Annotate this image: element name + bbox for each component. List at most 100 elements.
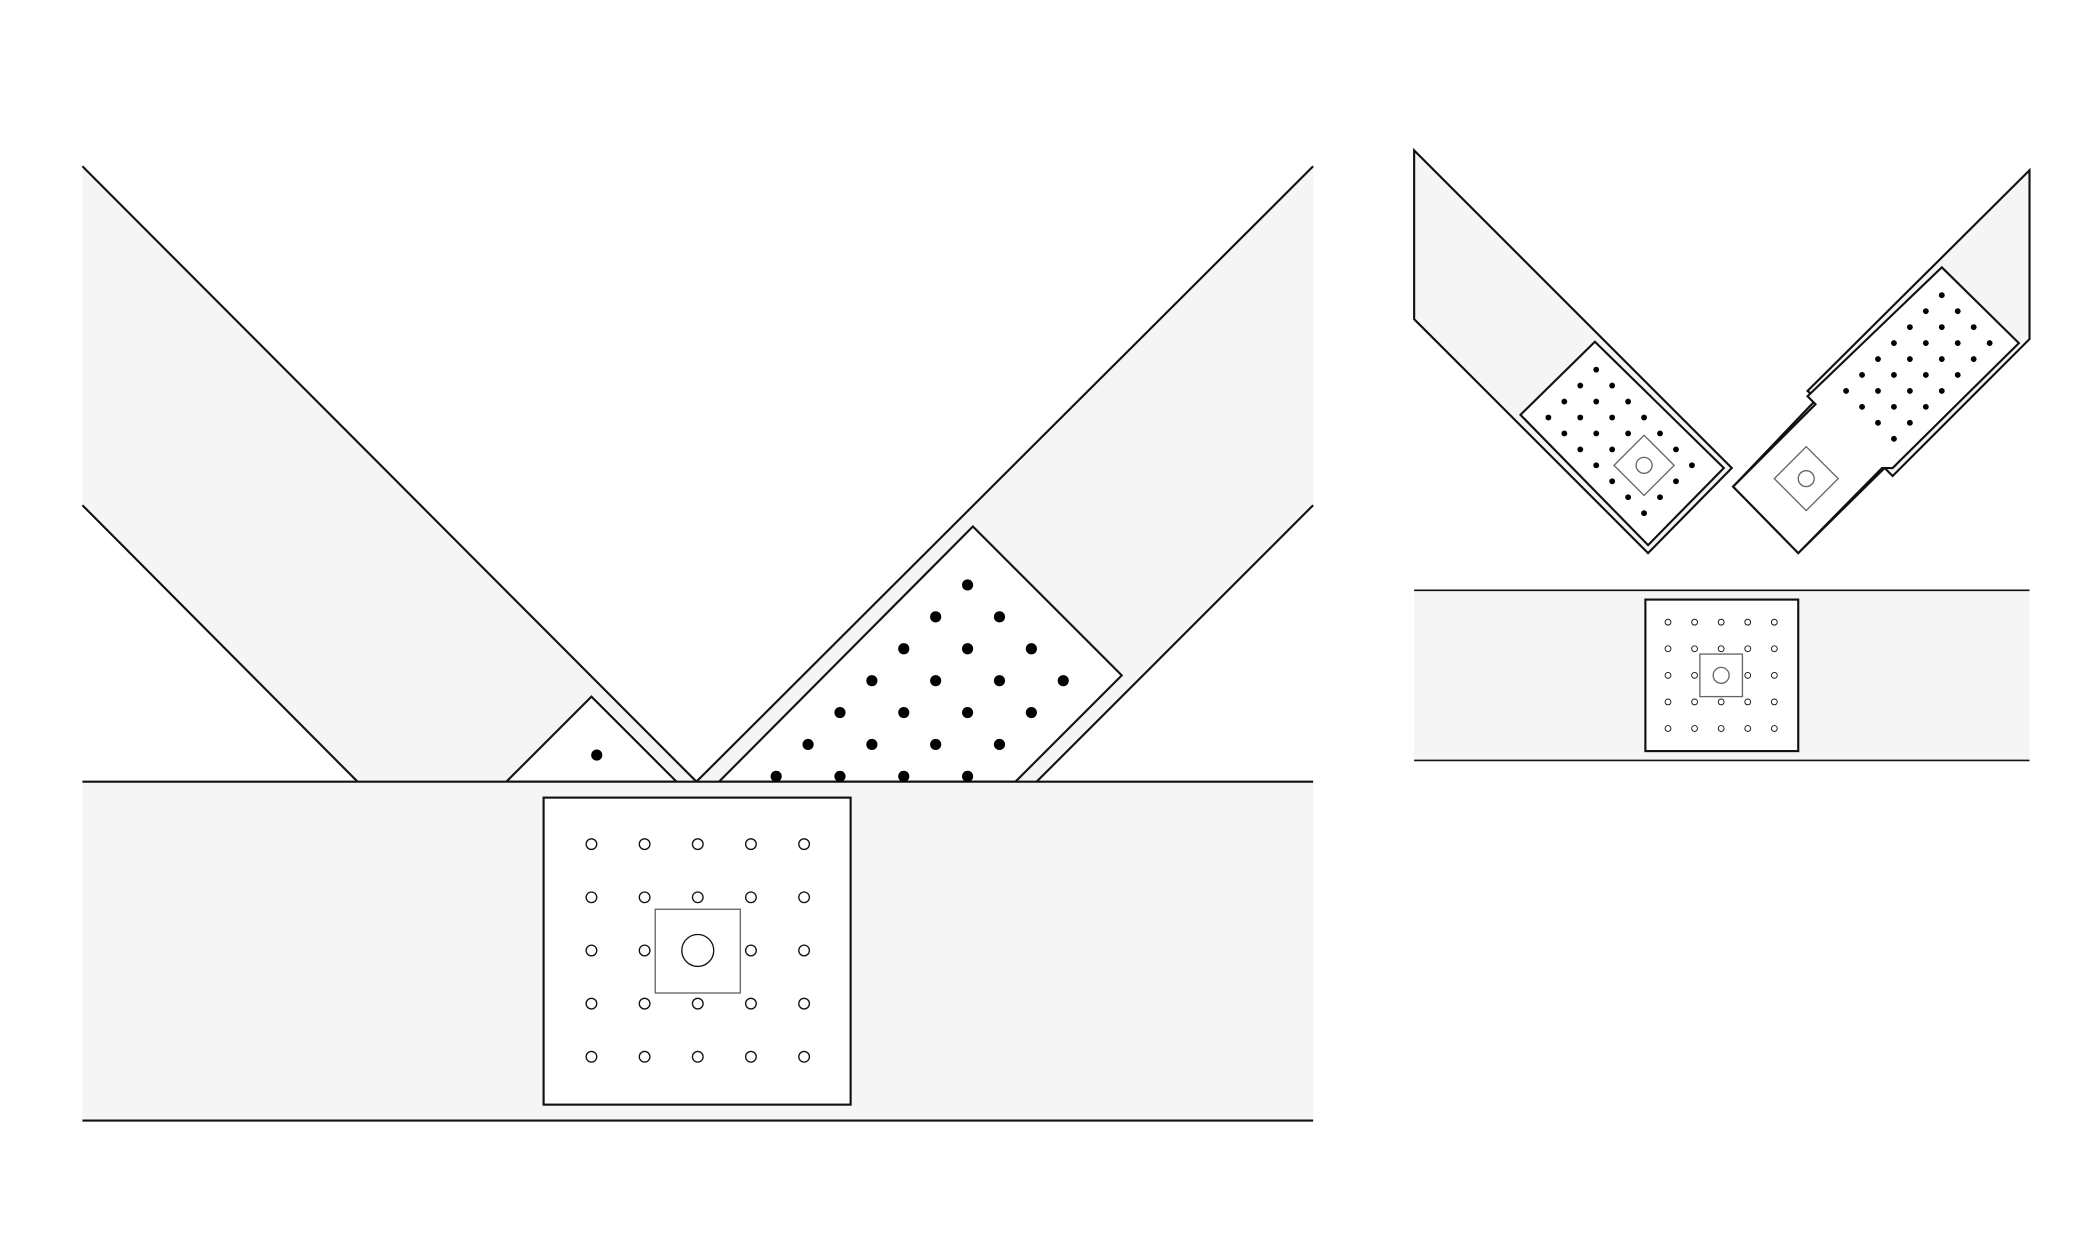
bolt-icon xyxy=(1938,324,1945,331)
bolt-hole-icon xyxy=(638,838,651,851)
bolt-icon xyxy=(993,738,1006,751)
bolt-hole-icon xyxy=(1770,645,1778,653)
bolt-icon xyxy=(834,770,846,782)
bolt-hole-icon xyxy=(1770,671,1778,679)
bolt-hole-icon xyxy=(798,944,811,957)
bolt-icon xyxy=(898,643,910,655)
bolt-icon xyxy=(1641,510,1647,517)
bolt-icon xyxy=(1609,382,1616,389)
bolt-icon xyxy=(1938,387,1945,394)
bolt-icon xyxy=(1057,675,1069,687)
bolt-hole-icon xyxy=(691,997,704,1010)
bolt-icon xyxy=(1906,356,1913,362)
bolt-icon xyxy=(1657,430,1663,437)
bolt-hole-icon xyxy=(1691,725,1698,732)
bolt-icon xyxy=(1657,494,1663,501)
edge xyxy=(1035,504,1314,783)
small-anchor-bolt-icon xyxy=(1712,666,1730,684)
bolt-hole-icon xyxy=(798,838,811,851)
bolt-icon xyxy=(802,738,814,751)
bolt-hole-icon xyxy=(1744,618,1752,626)
bolt-hole-icon xyxy=(1744,645,1752,653)
bolt-icon xyxy=(1922,340,1929,346)
bolt-icon xyxy=(1625,430,1632,437)
bolt-hole-icon xyxy=(798,891,811,904)
bolt-icon xyxy=(1875,419,1881,426)
bolt-icon xyxy=(1970,356,1977,362)
small-right-plate xyxy=(1731,265,2021,555)
bolt-icon xyxy=(591,749,603,761)
bolt-icon xyxy=(1906,324,1913,331)
bolt-icon xyxy=(961,770,974,782)
bolt-hole-icon xyxy=(1691,698,1698,706)
bolt-icon xyxy=(1922,403,1929,410)
bolt-icon xyxy=(961,643,974,655)
bolt-icon xyxy=(866,675,878,687)
bolt-hole-icon xyxy=(744,944,757,957)
bolt-hole-icon xyxy=(1770,698,1778,706)
bolt-icon xyxy=(930,611,942,623)
bolt-hole-icon xyxy=(1770,618,1778,626)
bolt-icon xyxy=(1891,403,1897,410)
bolt-hole-icon xyxy=(1744,725,1752,732)
bolt-icon xyxy=(1025,643,1037,655)
bolt-icon xyxy=(866,738,878,751)
bolt-icon xyxy=(1025,706,1037,719)
bolt-icon xyxy=(1625,494,1632,501)
bolt-icon xyxy=(1561,430,1568,437)
bolt-icon xyxy=(1609,414,1616,421)
bolt-icon xyxy=(1593,398,1600,405)
bolt-icon xyxy=(834,706,846,719)
bolt-icon xyxy=(930,738,942,751)
bolt-icon xyxy=(1843,387,1850,394)
bolt-hole-icon xyxy=(1717,618,1725,626)
bolt-hole-icon xyxy=(638,891,651,904)
bolt-hole-icon xyxy=(798,997,811,1010)
bolt-icon xyxy=(1625,398,1632,405)
edge xyxy=(81,165,698,783)
bolt-icon xyxy=(1593,462,1600,469)
small-left-plate xyxy=(1518,340,1726,547)
bolt-icon xyxy=(930,675,942,687)
bolt-icon xyxy=(1906,387,1913,394)
bolt-hole-icon xyxy=(1717,645,1725,653)
bolt-hole-icon xyxy=(691,838,704,851)
bolt-icon xyxy=(1986,340,1993,346)
bolt-hole-icon xyxy=(744,838,757,851)
bolt-icon xyxy=(993,611,1006,623)
bolt-hole-icon xyxy=(638,1050,651,1063)
bolt-icon xyxy=(1577,446,1584,453)
bolt-hole-icon xyxy=(744,1050,757,1063)
bolt-hole-icon xyxy=(638,997,651,1010)
center-washer xyxy=(654,908,741,994)
bolt-icon xyxy=(1922,308,1929,315)
bolt-hole-icon xyxy=(1691,618,1698,626)
small-left-bolt-icon xyxy=(1635,456,1653,474)
bolt-hole-icon xyxy=(1744,671,1752,679)
bolt-icon xyxy=(1938,292,1945,299)
bolt-icon xyxy=(1673,446,1679,453)
small-right-washer xyxy=(1773,445,1840,512)
bolt-hole-icon xyxy=(744,997,757,1010)
bolt-icon xyxy=(993,675,1006,687)
edge xyxy=(695,165,1314,783)
small-detail xyxy=(1413,147,2031,762)
bolt-icon xyxy=(1938,356,1945,362)
bolt-icon xyxy=(1891,340,1897,346)
small-left-washer xyxy=(1613,434,1676,497)
bolt-hole-icon xyxy=(1744,698,1752,706)
bolt-icon xyxy=(1906,419,1913,426)
bolt-icon xyxy=(1922,372,1929,378)
large-detail xyxy=(81,165,1314,1122)
bolt-hole-icon xyxy=(798,1050,811,1063)
small-right-bolt-icon xyxy=(1797,469,1815,488)
bolt-icon xyxy=(1593,366,1600,373)
bolt-hole-icon xyxy=(691,1050,704,1063)
bolt-hole-icon xyxy=(1664,618,1672,626)
bolt-icon xyxy=(1545,414,1552,421)
bolt-hole-icon xyxy=(585,891,598,904)
edge xyxy=(81,504,359,783)
bolt-hole-icon xyxy=(744,891,757,904)
bolt-hole-icon xyxy=(1770,725,1778,732)
